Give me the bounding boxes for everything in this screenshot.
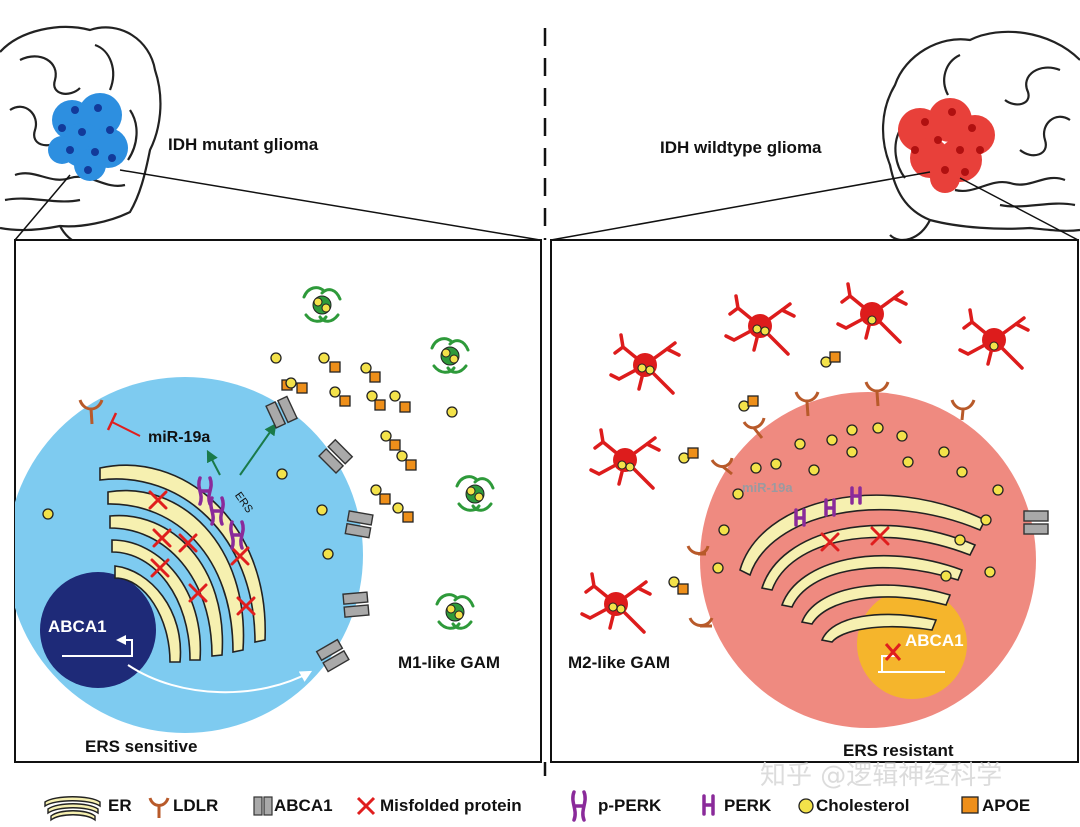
left-mirna-label: miR-19a (148, 429, 210, 446)
left-ers-arrow-1 (206, 449, 221, 476)
right-gam-label: M2-like GAM (568, 653, 670, 672)
left-nucleus (40, 572, 156, 688)
legend-misfolded-icon (356, 796, 376, 816)
left-pperk-group (197, 476, 245, 550)
legend-cholesterol: Cholesterol (816, 796, 910, 815)
right-title: IDH wildtype glioma (660, 138, 822, 157)
right-cholesterol (712, 422, 1004, 582)
left-er (99, 464, 266, 663)
left-mirna-inhibit-bar (106, 412, 118, 431)
left-abca1-transport-arrow (127, 664, 313, 694)
legend-er: ER (108, 796, 132, 815)
left-misfolded-proteins (148, 490, 256, 616)
legend-ldlr-icon (148, 797, 170, 818)
left-zoom-line-a (119, 169, 541, 241)
legend-apoe: APOE (982, 796, 1030, 815)
right-brain (882, 30, 1080, 242)
right-abca1-label: ABCA1 (905, 631, 964, 650)
left-title: IDH mutant glioma (168, 135, 319, 154)
left-abca1-promoter (62, 635, 133, 657)
right-tumor (898, 98, 995, 193)
left-m1-gams (302, 286, 495, 630)
left-ers-arrow-2 (239, 423, 277, 476)
right-misfolded-proteins (820, 526, 890, 552)
left-abca1-transporters (265, 395, 374, 673)
left-cholesterol (42, 406, 458, 560)
right-apoe-complexes (668, 351, 841, 595)
legend-ldlr: LDLR (173, 796, 218, 815)
right-perk-group (794, 486, 862, 527)
legend-apoe-icon (961, 796, 979, 814)
left-ldlr (78, 399, 104, 425)
left-zoom-line-b (14, 174, 71, 241)
legend: ER LDLR ABCA1 Misfolded protein p-PERK P… (44, 790, 1030, 822)
legend-pperk: p-PERK (598, 796, 662, 815)
right-abca1-blocked (884, 643, 902, 661)
left-brain (0, 25, 162, 247)
right-zoom-line-b (959, 177, 1079, 241)
legend-pperk-icon (571, 790, 587, 822)
left-status: ERS sensitive (85, 737, 197, 756)
left-gam-label: M1-like GAM (398, 653, 500, 672)
right-abca1-transporter (1023, 510, 1049, 535)
legend-cholesterol-icon (798, 798, 814, 814)
left-m1-gam-bodies (312, 295, 485, 622)
right-m2-gams (580, 282, 1030, 634)
right-m2-gam-bodies (604, 302, 1006, 616)
left-abca1-label: ABCA1 (48, 617, 107, 636)
legend-perk: PERK (724, 796, 772, 815)
right-zoom-line-a (550, 171, 931, 241)
legend-perk-icon (702, 794, 715, 816)
left-apoe-complexes (270, 352, 417, 523)
legend-abca1-icon (253, 796, 273, 816)
left-panel: ERS miR-19a ABCA1 (14, 239, 542, 763)
right-mirna-label: miR-19a (742, 480, 793, 495)
right-ldlr (686, 381, 976, 628)
left-tumor (48, 93, 128, 181)
right-er (739, 494, 987, 643)
legend-abca1: ABCA1 (274, 796, 333, 815)
watermark: 知乎 @逻辑神经科学 (760, 761, 1002, 791)
right-panel: miR-19a ABCA1 (550, 239, 1079, 763)
right-status: ERS resistant (843, 741, 954, 760)
legend-er-icon (44, 796, 101, 822)
left-mirna-inhibit (111, 421, 141, 437)
legend-misfolded: Misfolded protein (380, 796, 522, 815)
